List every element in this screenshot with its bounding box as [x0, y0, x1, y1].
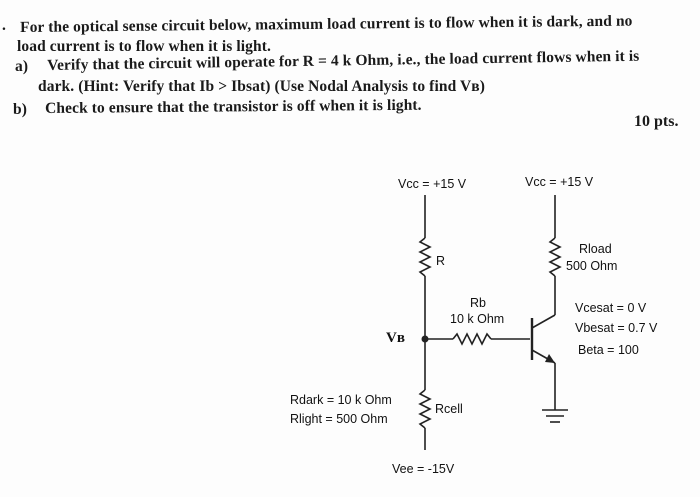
rload-value: 500 Ohm [566, 259, 618, 273]
vcc-right-label: Vcc = +15 V [525, 175, 594, 189]
rb-label: Rb [470, 296, 486, 310]
r-label: R [436, 254, 446, 268]
rb-value: 10 k Ohm [450, 312, 505, 326]
resistor-rcell [418, 389, 432, 429]
resistor-r [418, 237, 432, 277]
resistor-rload [548, 237, 562, 277]
part-a-line-2: dark. (Hint: Verify that Ib > Ibsat) (Us… [38, 78, 486, 95]
question-bullet: . [2, 17, 6, 34]
rcell-label: Rcell [435, 402, 463, 416]
vbesat-label: Vbesat = 0.7 V [575, 321, 658, 335]
rload-label: Rload [579, 242, 612, 256]
vee-label: Vee = -15V [392, 462, 455, 476]
points-label: 10 pts. [634, 113, 679, 130]
resistor-rb [452, 332, 492, 346]
emitter-arrow [545, 354, 555, 363]
part-a-label: a) [15, 58, 29, 75]
beta-label: Beta = 100 [578, 343, 639, 357]
rdark-label: Rdark = 10 k Ohm [290, 393, 392, 407]
vcesat-label: Vcesat = 0 V [575, 301, 647, 315]
rlight-label: Rlight = 500 Ohm [290, 412, 388, 426]
vcc-left-label: Vcc = +15 V [398, 177, 467, 191]
part-b-label: b) [13, 101, 27, 118]
question-line-2: load current is to flow when it is light… [17, 38, 271, 55]
vb-label: Vʙ [386, 330, 405, 346]
transistor-collector [531, 314, 556, 329]
